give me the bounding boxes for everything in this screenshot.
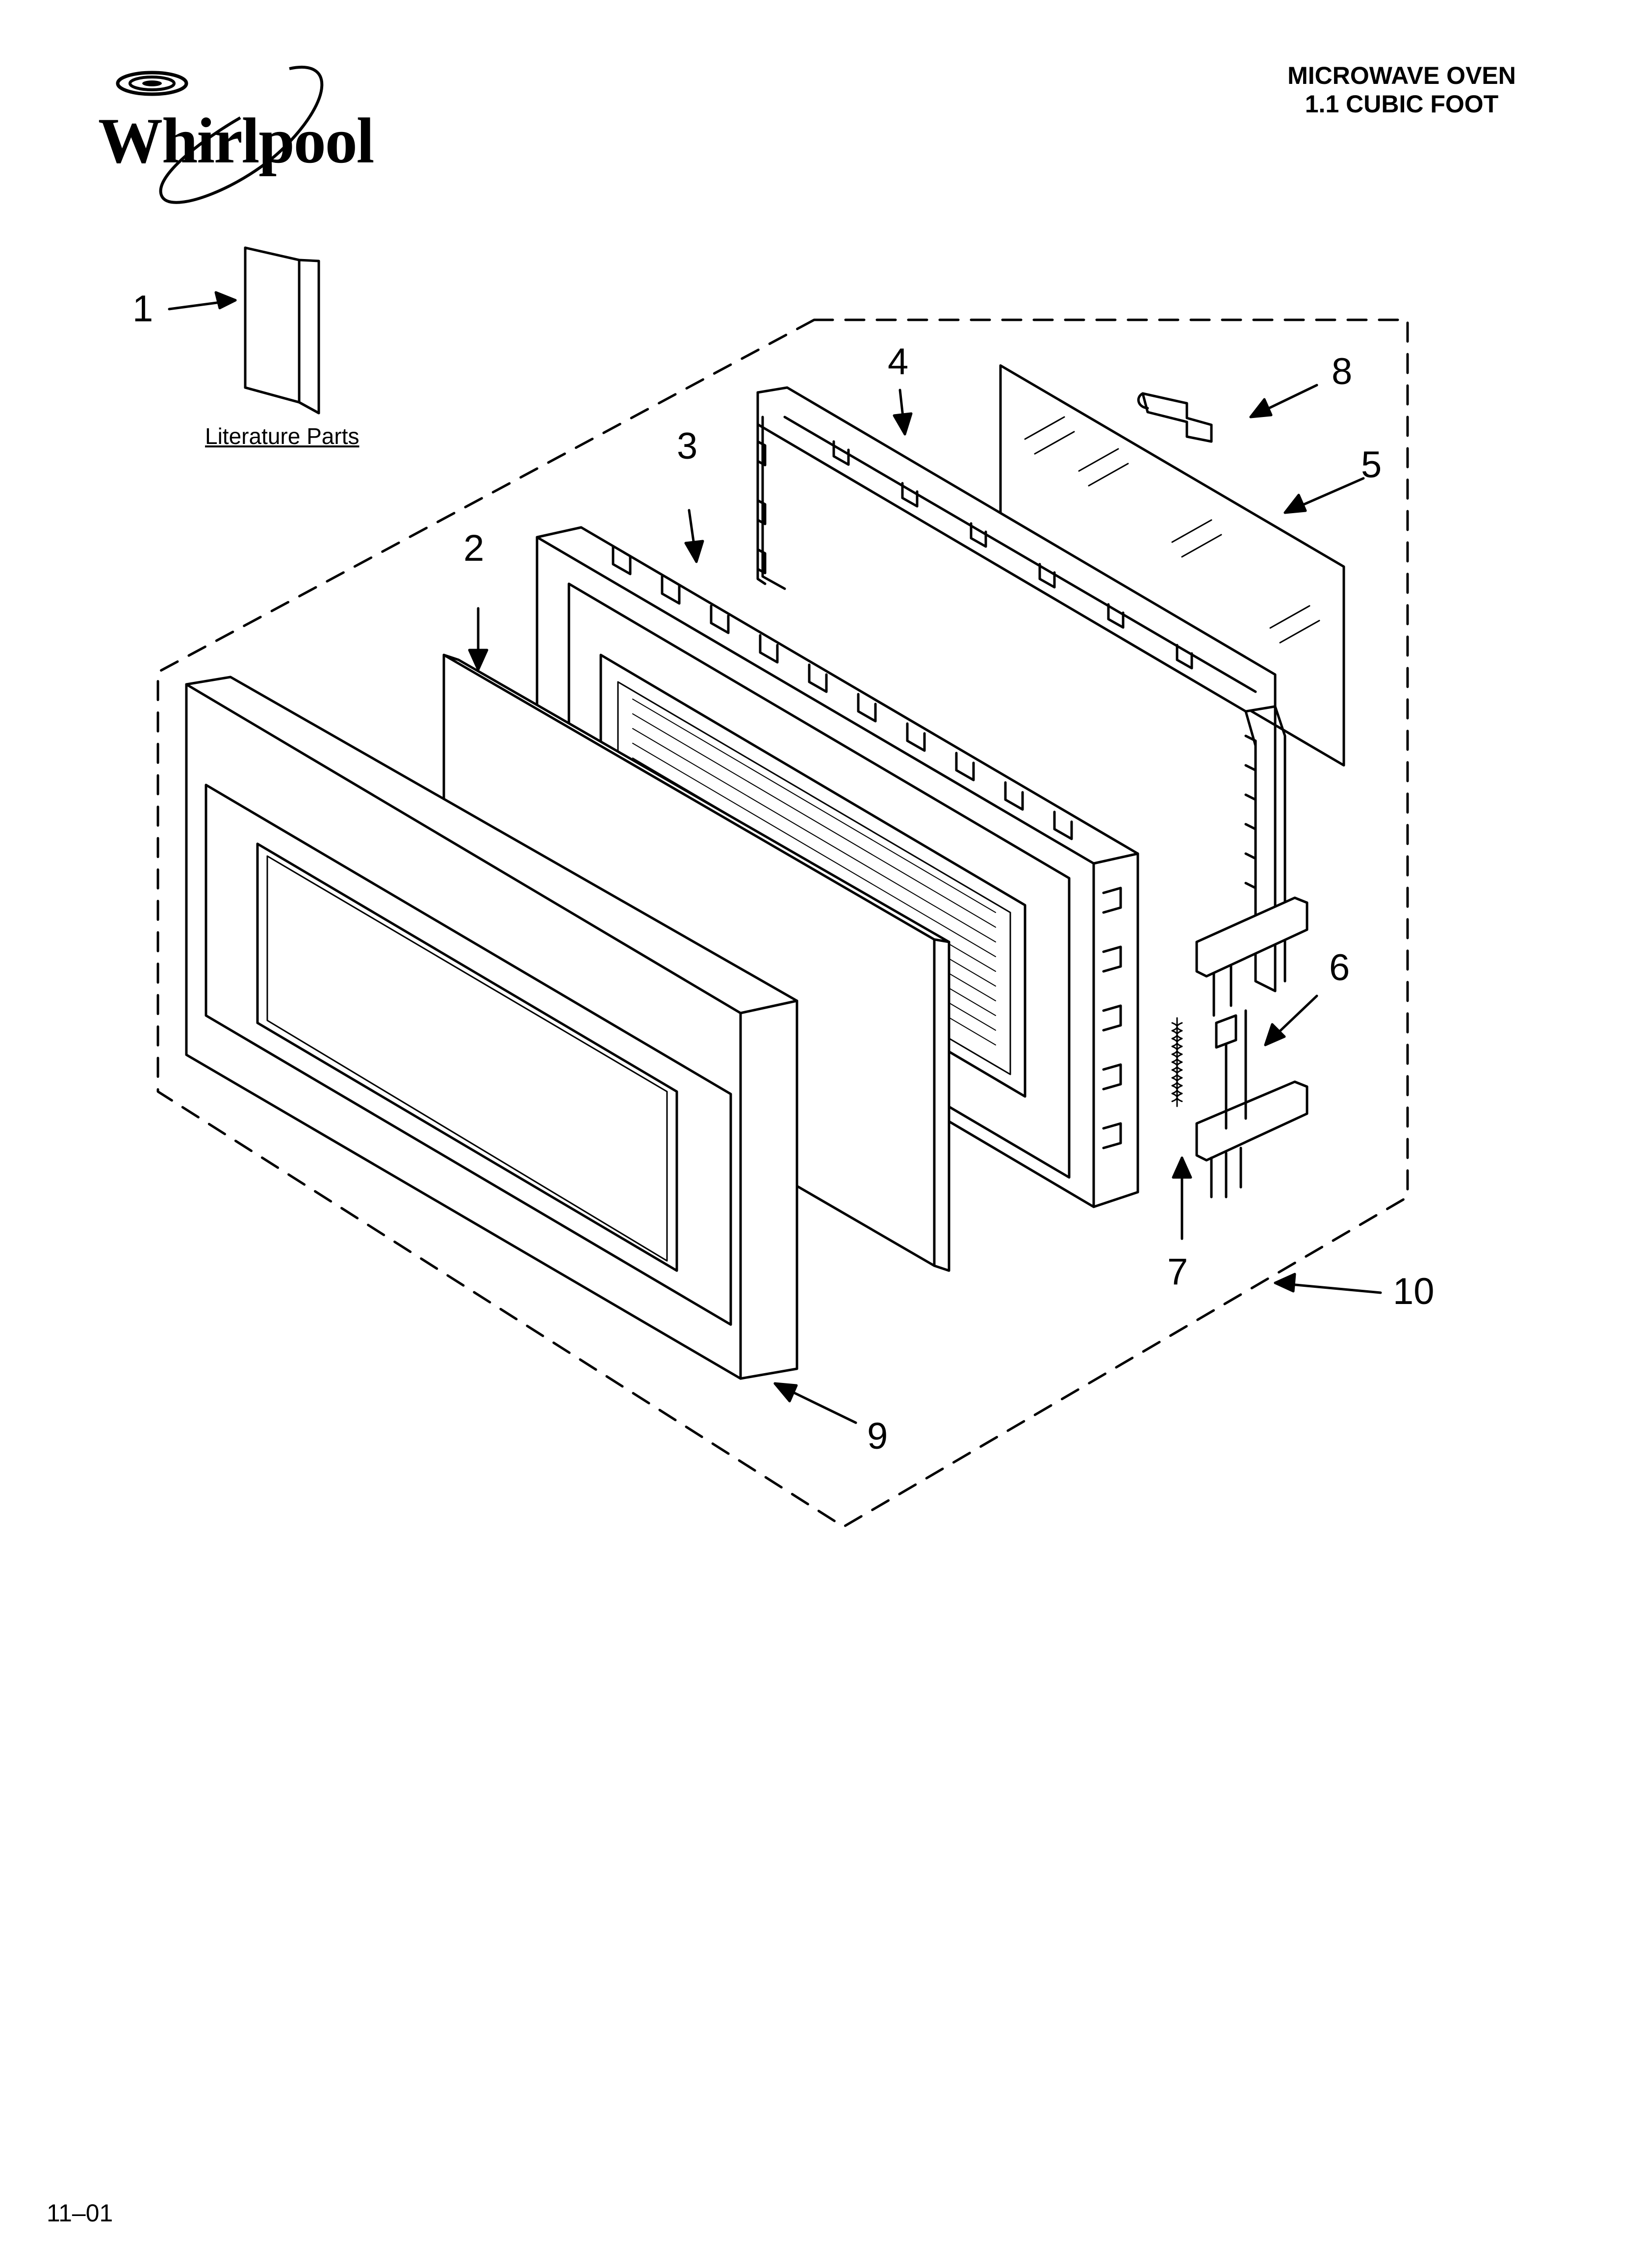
callout-6: 6 xyxy=(1329,947,1350,989)
literature-booklet xyxy=(244,246,320,415)
callout-1: 1 xyxy=(132,288,154,330)
logo-swirl-icon xyxy=(116,65,324,204)
title-line-2: 1.1 CUBIC FOOT xyxy=(1305,90,1499,118)
door-latch xyxy=(1195,896,1308,1199)
footer-code: 11–01 xyxy=(47,2199,113,2227)
literature-parts-label: Literature Parts xyxy=(205,423,359,449)
callout-7: 7 xyxy=(1167,1251,1188,1293)
callout-9: 9 xyxy=(867,1415,888,1457)
door-frame xyxy=(756,386,1286,992)
door-outer-frame xyxy=(185,676,798,1380)
brand-wordmark: Whirlpool xyxy=(98,104,374,177)
callout-2: 2 xyxy=(463,527,485,569)
callout-10: 10 xyxy=(1393,1271,1435,1312)
callout-8: 8 xyxy=(1332,351,1353,392)
callout-3: 3 xyxy=(677,425,698,467)
callout-leaders xyxy=(168,291,1382,1424)
latch-spring xyxy=(1171,1017,1183,1107)
brand-logo: Whirlpool xyxy=(78,59,374,216)
door-clip xyxy=(1137,392,1213,443)
page-title: MICROWAVE OVEN 1.1 CUBIC FOOT xyxy=(1230,61,1573,118)
title-line-1: MICROWAVE OVEN xyxy=(1287,62,1516,89)
callout-5: 5 xyxy=(1361,444,1382,486)
callout-4: 4 xyxy=(888,341,909,383)
